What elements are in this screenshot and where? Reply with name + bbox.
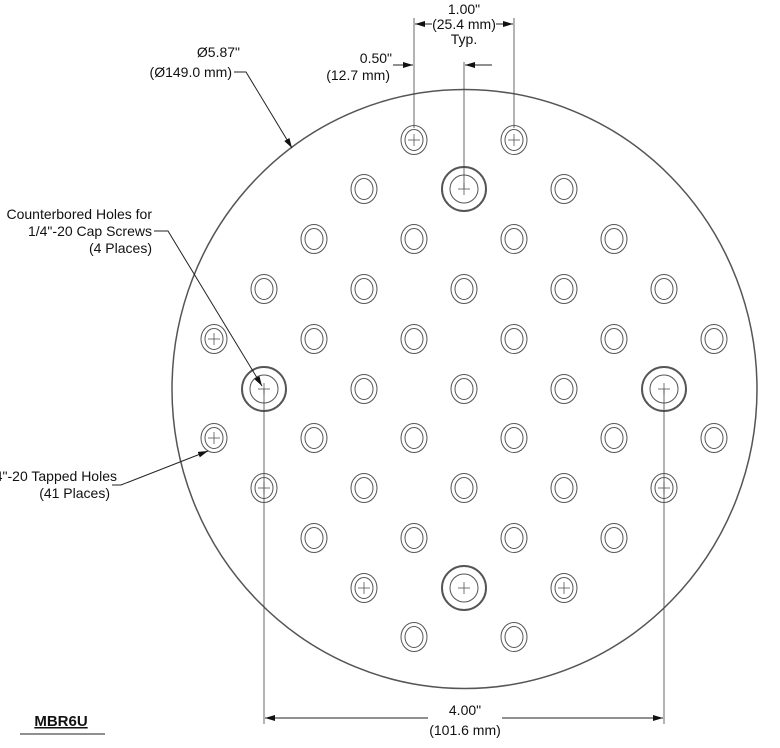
center-mark-icon	[208, 432, 220, 444]
counterbored-hole	[441, 565, 487, 611]
spacing-inch-label: 1.00"	[448, 1, 480, 17]
tapped-hole	[550, 274, 578, 304]
center-mark-icon	[358, 582, 370, 594]
spacing-typ-label: Typ.	[451, 31, 477, 47]
hole-pattern	[200, 125, 728, 652]
tapped-hole	[500, 423, 528, 453]
tapped-hole	[300, 423, 328, 453]
tapped-hole	[500, 622, 528, 652]
tapped-hole	[350, 473, 378, 503]
tapped-hole	[350, 174, 378, 204]
diameter-inch-label: Ø5.87"	[197, 44, 240, 60]
tapped-hole	[300, 523, 328, 553]
center-mark-icon	[558, 582, 570, 594]
diameter-mm-label: (Ø149.0 mm)	[150, 64, 232, 80]
tapped-hole	[400, 523, 428, 553]
tapped-hole	[500, 324, 528, 354]
tapped-hole	[550, 174, 578, 204]
part-number-label: MBR6U	[34, 713, 87, 730]
tapped-hole	[550, 473, 578, 503]
counterbored-label-1: Counterbored Holes for	[6, 206, 152, 222]
spacing-mm-label: (25.4 mm)	[432, 16, 496, 32]
tapped-label-1: 1/4"-20 Tapped Holes	[0, 468, 117, 484]
tapped-hole	[450, 473, 478, 503]
tapped-hole	[450, 274, 478, 304]
tapped-hole	[400, 423, 428, 453]
tapped-hole	[500, 523, 528, 553]
plate-outline	[171, 88, 758, 690]
tapped-leader	[112, 450, 209, 486]
tapped-hole	[400, 224, 428, 254]
offset-inch-label: 0.50"	[360, 50, 392, 66]
tapped-hole	[350, 274, 378, 304]
tapped-hole	[300, 324, 328, 354]
tapped-label-2: (41 Places)	[39, 485, 110, 501]
tapped-hole	[700, 423, 728, 453]
tapped-hole	[200, 324, 228, 354]
tapped-hole	[650, 274, 678, 304]
center-mark-icon	[208, 333, 220, 345]
tapped-hole	[450, 374, 478, 404]
tapped-hole	[550, 573, 578, 603]
tapped-hole	[600, 523, 628, 553]
tapped-hole	[600, 224, 628, 254]
tapped-hole	[600, 423, 628, 453]
tapped-hole	[200, 423, 228, 453]
counterbored-leader	[154, 230, 263, 387]
counterbored-label-3: (4 Places)	[89, 240, 152, 256]
tapped-hole	[350, 573, 378, 603]
tapped-hole	[550, 374, 578, 404]
center-mark-icon	[458, 582, 470, 594]
tapped-hole	[400, 125, 428, 155]
tapped-hole	[400, 324, 428, 354]
span-inch-label: 4.00"	[449, 702, 481, 718]
diameter-leader	[234, 71, 293, 149]
counterbored-label-2: 1/4"-20 Cap Screws	[28, 223, 152, 239]
span-mm-label: (101.6 mm)	[429, 722, 501, 738]
tapped-hole	[600, 324, 628, 354]
tapped-hole	[500, 125, 528, 155]
tapped-hole	[300, 224, 328, 254]
tapped-hole	[350, 374, 378, 404]
center-mark-icon	[408, 134, 420, 146]
offset-mm-label: (12.7 mm)	[326, 67, 390, 83]
center-mark-icon	[508, 134, 520, 146]
tapped-hole	[700, 324, 728, 354]
tapped-hole	[400, 622, 428, 652]
tapped-hole	[500, 224, 528, 254]
tapped-hole	[250, 274, 278, 304]
